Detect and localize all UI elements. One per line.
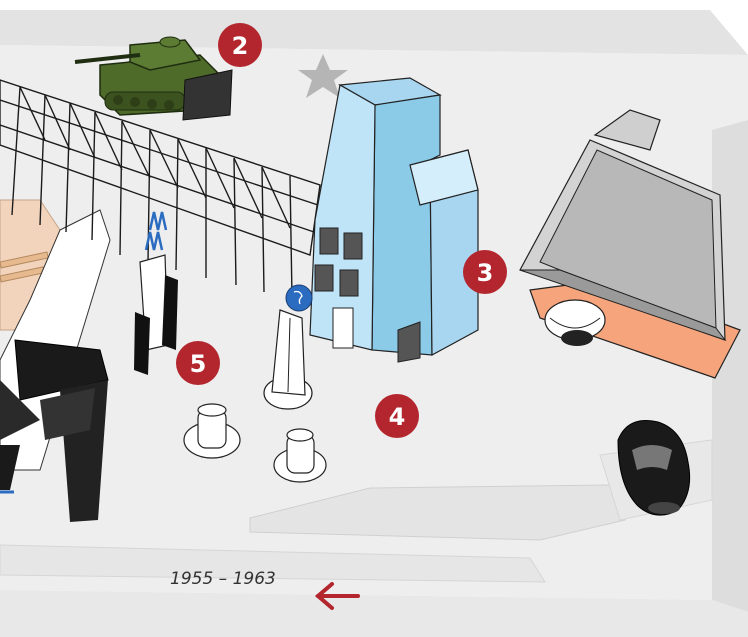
marker-5-label: 5 <box>190 350 207 378</box>
marker-5: 5 <box>176 341 220 385</box>
monument-icon <box>263 284 313 410</box>
roadblock-icon <box>134 211 178 375</box>
partition-wall <box>0 209 111 471</box>
car-icon <box>617 420 691 516</box>
star-icon <box>298 54 348 98</box>
floor-rim <box>0 590 748 637</box>
back-wall <box>0 0 748 10</box>
timeline-period: 1955 – 1963 <box>170 569 276 589</box>
fence-icon <box>0 79 321 299</box>
marker-3-label: 3 <box>477 259 494 287</box>
building-icon <box>309 77 479 363</box>
marker-2: 2 <box>218 23 262 67</box>
guard-box-icon <box>0 339 109 522</box>
platform-rail <box>0 251 49 269</box>
marker-4: 4 <box>375 394 419 438</box>
marker-2-label: 2 <box>232 32 249 60</box>
marker-4-label: 4 <box>389 403 406 431</box>
floor-step-2 <box>0 544 546 583</box>
floor-step-1 <box>249 484 626 541</box>
arrow-left-icon <box>314 582 360 610</box>
mesh-panel <box>182 69 233 121</box>
watchtower-icon <box>519 109 741 379</box>
bollard-icon <box>183 403 327 483</box>
marker-3: 3 <box>463 250 507 294</box>
